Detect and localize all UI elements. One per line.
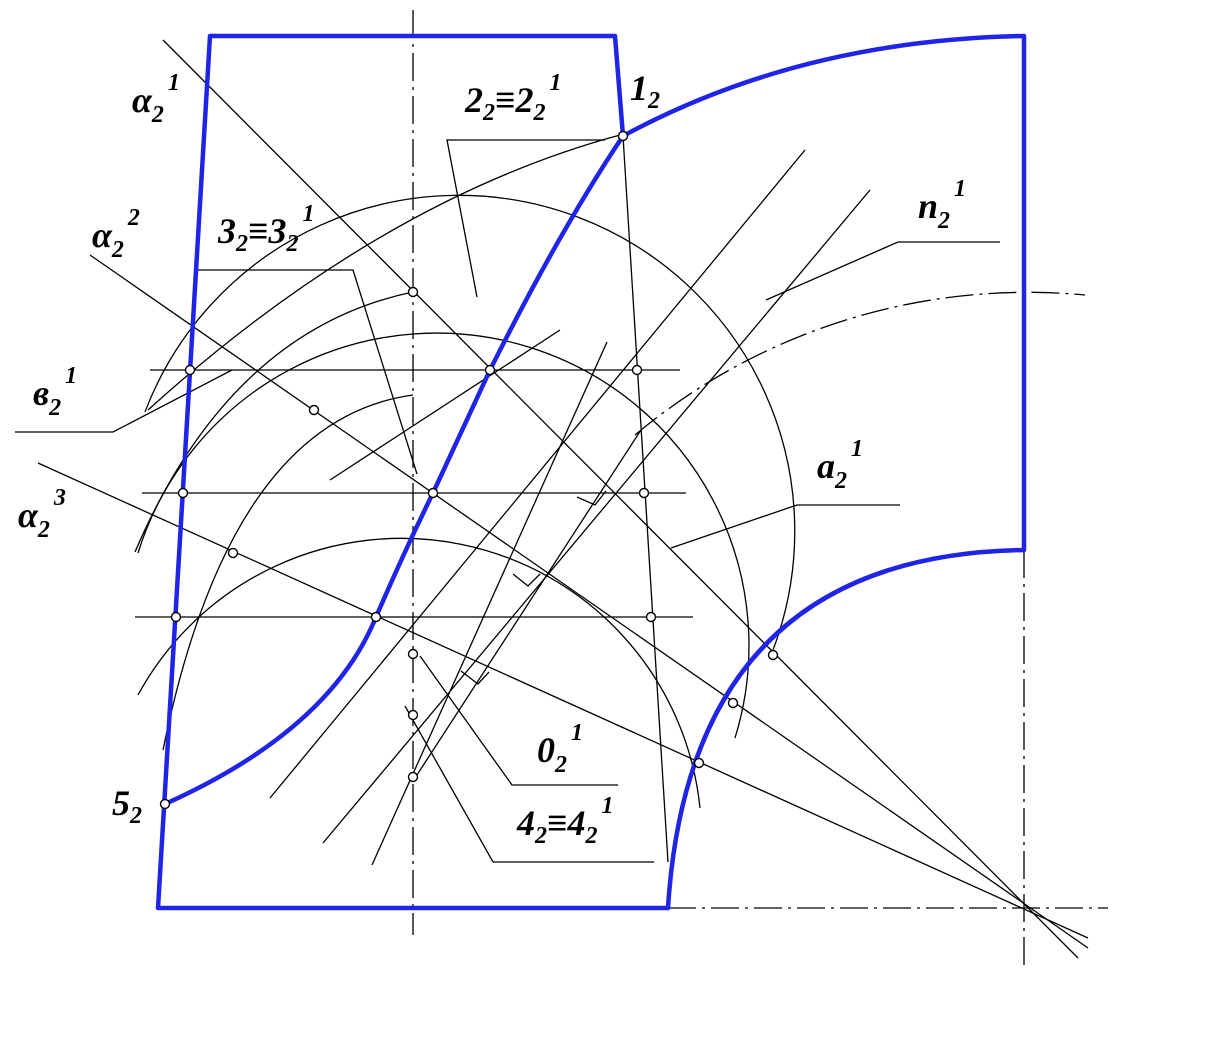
right-projection-outline	[620, 33, 1027, 911]
point	[170, 611, 182, 623]
point	[308, 404, 320, 416]
leader-2-2	[446, 139, 605, 298]
construction-lines	[269, 135, 871, 866]
construction-line-5	[622, 135, 669, 863]
leader-4-2	[404, 705, 654, 863]
construction-line-1	[269, 149, 806, 799]
point-sphere-top	[407, 286, 419, 298]
leader-o21	[419, 655, 618, 786]
construction-line-3	[371, 341, 608, 866]
label-n-2-1: n21	[918, 176, 966, 234]
construction-line-6	[329, 329, 561, 481]
axis-arc	[634, 291, 1086, 436]
point	[177, 487, 189, 499]
label-alpha-2-3: α23	[18, 485, 66, 543]
leader-n21	[765, 241, 1000, 301]
right-angle-mark-1	[576, 490, 607, 506]
ray-alpha3	[37, 462, 1089, 939]
point-2-2	[484, 364, 496, 376]
label-1-2: 12	[630, 68, 660, 114]
point	[767, 649, 779, 661]
cross-arc-1	[147, 134, 621, 411]
construction-line-2	[322, 189, 871, 844]
projection-outline	[155, 33, 671, 911]
label-b-2-1: в21	[33, 363, 77, 421]
point	[407, 709, 419, 721]
point	[227, 547, 239, 559]
points	[159, 130, 779, 810]
construction-line-4	[414, 429, 642, 779]
cross-arcs	[134, 134, 621, 751]
leader-b21	[15, 369, 233, 433]
label-0-2-1: 021	[537, 720, 583, 778]
label-5-2: 52	[112, 783, 142, 829]
label-3-2-equiv: 32≡321	[217, 201, 315, 257]
cross-arc-3	[162, 394, 414, 751]
point	[407, 771, 419, 783]
cross-arc-2	[134, 291, 414, 553]
axis-lines	[412, 10, 1108, 970]
label-alpha-2-1: α21	[132, 70, 180, 128]
label-2-2-equiv: 22≡221	[464, 70, 562, 126]
right-angle-mark-2	[512, 573, 541, 587]
ray-alpha1	[162, 39, 1079, 959]
arc-2	[137, 332, 750, 739]
point-b	[184, 364, 196, 376]
label-alpha-2-2: α22	[92, 205, 140, 263]
labels: α21 α22 α23 в21 22≡221 32≡321 42≡421 12 …	[18, 68, 966, 849]
point	[727, 697, 739, 709]
leader-3-2	[197, 269, 418, 475]
point-3-2	[427, 487, 439, 499]
point-5-2	[159, 798, 171, 810]
leader-lines	[15, 139, 1000, 863]
point	[638, 487, 650, 499]
point-4-2	[370, 611, 382, 623]
point-o21	[407, 648, 419, 660]
point-1-2	[617, 130, 629, 142]
arc-3	[137, 537, 701, 809]
leader-a21	[670, 504, 900, 549]
section-arcs	[137, 194, 796, 809]
arc-1	[144, 194, 796, 651]
point	[645, 611, 657, 623]
level-lines	[135, 369, 693, 618]
right-angle-mark-3	[460, 670, 490, 685]
point	[693, 757, 705, 769]
point	[631, 364, 643, 376]
label-4-2-equiv: 42≡421	[516, 793, 614, 849]
label-a-2-1: a21	[817, 436, 863, 494]
